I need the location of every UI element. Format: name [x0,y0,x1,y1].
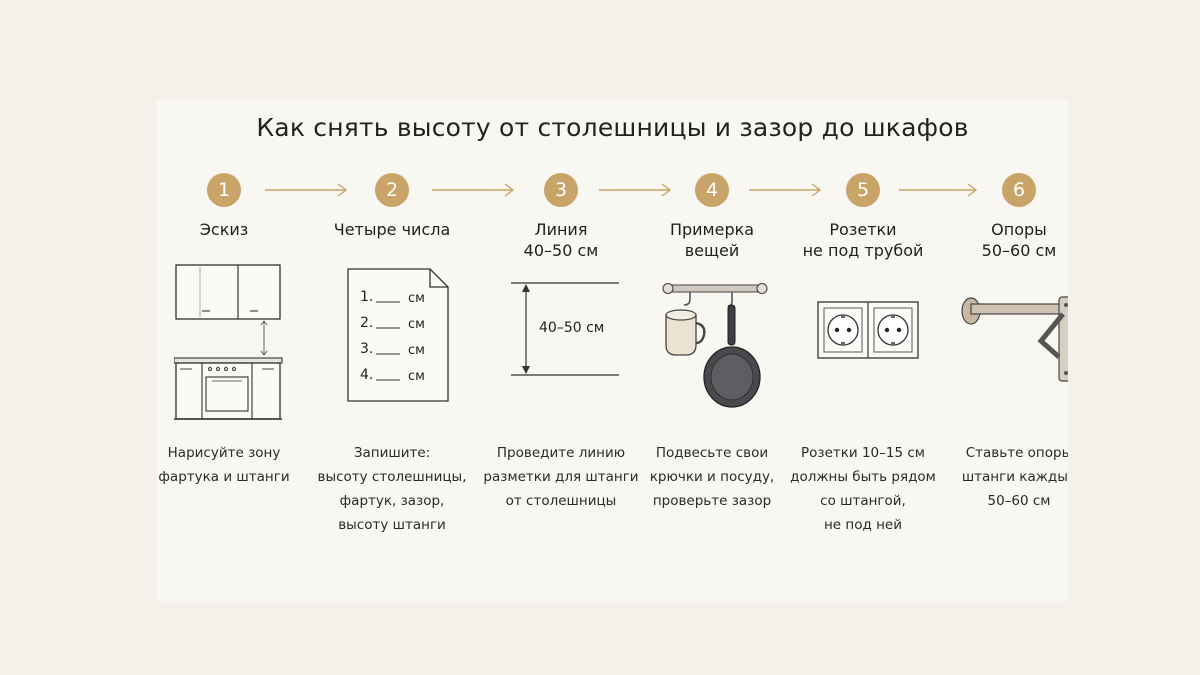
list-number: 3. [360,341,373,357]
list-number: 1. [360,289,373,305]
step-number-badge: 3 [544,173,578,207]
arrow-right-icon [899,183,978,197]
double-socket-icon [817,301,919,359]
step-title: Опоры 50–60 см [981,220,1057,260]
step-title: Линия 40–50 см [523,220,599,260]
step-fitting: 4 Примерка вещей Подвесьте свои крючки и… [632,101,792,601]
step-number-badge: 5 [846,173,880,207]
step-description: Нарисуйте зону фартука и штанги [158,445,290,485]
list-unit: см [408,317,425,332]
list-number: 2. [360,315,373,331]
step-title: Розетки не под трубой [802,220,924,260]
step-description: Ставьте опоры штанги каждые 50–60 см [961,445,1068,509]
step-description: Запишите: высоту столешницы, фартук, заз… [317,445,467,533]
list-number: 4. [360,367,373,383]
step-line: 3 Линия 40–50 см 40–50 см Проведите лини… [481,101,641,601]
step-number-badge: 2 [375,173,409,207]
step-number-badge: 4 [695,173,729,207]
arrow-right-icon [265,183,348,197]
arrow-right-icon [749,183,822,197]
rail-bracket-icon [961,296,1068,382]
step-description: Проведите линию разметки для штанги от с… [483,445,639,509]
arrow-right-icon [432,183,515,197]
step-supports: 6 Опоры 50–60 см Ставьте опоры штанги ка… [939,101,1068,601]
infographic-card: Как снять высоту от столешницы и зазор д… [157,101,1068,601]
step-description: Подвесьте свои крючки и посуду, проверьт… [649,445,775,509]
step-sketch: 1 Эскиз Нарисуйт [157,101,304,601]
step-number-badge: 6 [1002,173,1036,207]
height-measure-icon: 40–50 см [511,282,619,376]
step-four-numbers: 2 Четыре числа 1. см 2. см 3. см 4. см З… [312,101,472,601]
step-title: Примерка вещей [669,220,755,260]
kitchen-cabinets-icon [174,264,283,420]
step-description: Розетки 10–15 см должны быть рядом со шт… [790,445,936,533]
step-title: Эскиз [199,220,249,239]
step-sockets: 5 Розетки не под трубой Розетки 10–15 см… [783,101,943,601]
page-title: Как снять высоту от столешницы и зазор д… [256,113,969,142]
list-unit: см [408,369,425,384]
arrow-right-icon [599,183,672,197]
checklist-document-icon: 1. см 2. см 3. см 4. см [347,268,449,402]
rail-hooks-icon [662,282,768,408]
step-title: Четыре числа [333,220,451,239]
measure-label: 40–50 см [539,320,604,336]
list-unit: см [408,291,425,306]
list-unit: см [408,343,425,358]
step-number-badge: 1 [207,173,241,207]
